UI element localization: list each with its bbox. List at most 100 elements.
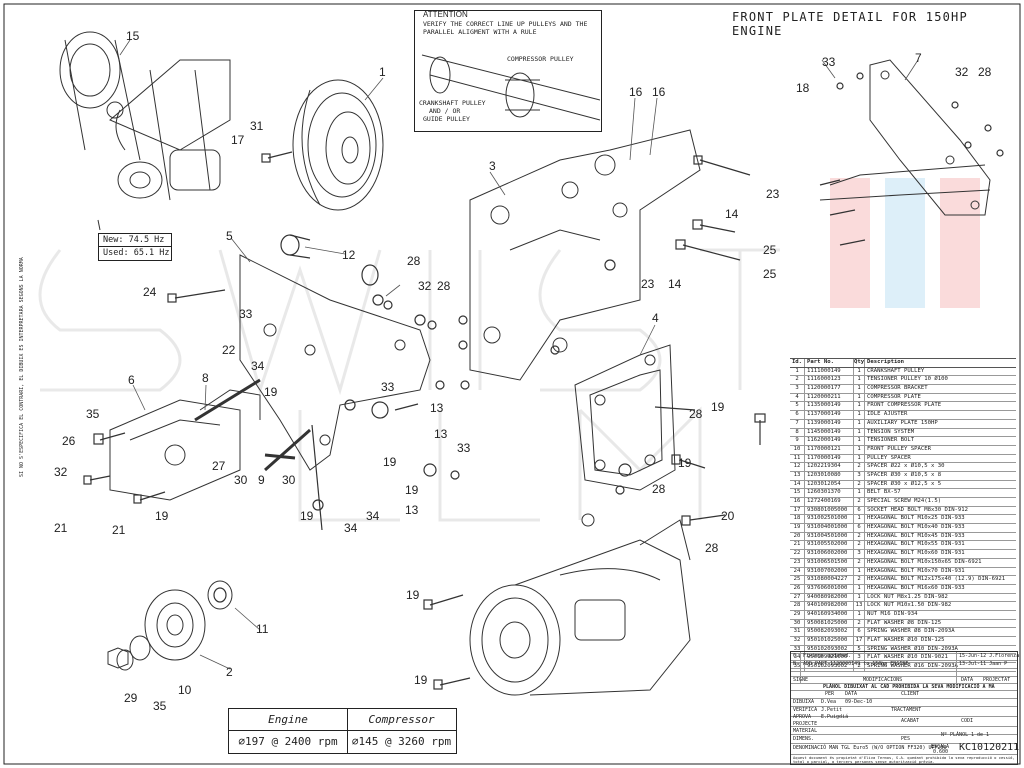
bom-description: SPRING WASHER Ø8 DIN-2093A (867, 628, 955, 635)
bom-qty: 6 (854, 524, 865, 532)
bom-id: 1 (790, 367, 805, 376)
bom-id: 26 (790, 584, 805, 593)
bom-qty: 2 (854, 663, 865, 671)
bom-part-no: 1260301370 (805, 489, 854, 497)
sheet-count: 1 de 1 (971, 732, 990, 738)
bom-part-no: 931007002000 (805, 567, 854, 576)
dibuixa-label: DIBUIXA (793, 699, 815, 705)
bom-qty: 1 (854, 385, 865, 393)
bom-part-no: 950081025000 (805, 619, 854, 628)
projecte-label: PROJECTE (793, 721, 818, 727)
ownership-footer: Aquest document és propietat d'Eliva Ter… (793, 755, 1015, 764)
bom-description: TENSION SYSTEM (867, 428, 915, 435)
bom-qty: 1 (854, 419, 865, 428)
callout-11: 11 (256, 622, 269, 636)
bom-part-no: 937606001000 (805, 584, 854, 593)
crankshaft-pulley (292, 79, 384, 211)
rev-c-text: Fixings updated. (803, 653, 852, 659)
callouts: 1 2 3 4 5 6 7 8 9 10 11 12 13 14 15 16 1… (54, 29, 992, 713)
idle-adjuster (109, 378, 311, 501)
attention-line-1: VERIFY THE CORRECT LINE UP PULLEYS AND T… (423, 20, 588, 28)
bom-qty: 2 (854, 558, 865, 567)
callout-33d: 33 (457, 441, 471, 455)
bom-part-no: 940100982000 (805, 602, 854, 610)
bom-part-no: 931005502000 (805, 541, 854, 550)
bom-qty: 6 (854, 506, 865, 515)
callout-33c: 33 (381, 380, 395, 394)
drawing-code: KC10120211 (959, 742, 1020, 753)
compressor-header: Compressor (368, 713, 435, 726)
material-label: MATERIAL (793, 728, 818, 734)
bom-description: HEXAGONAL BOLT M10x45 DIN-933 (867, 532, 965, 539)
bom-qty: 3 (854, 654, 865, 663)
bom-id: 34 (790, 654, 805, 663)
attention-header: ATTENTION (423, 10, 468, 19)
callout-7: 7 (915, 51, 922, 65)
callout-35: 35 (86, 407, 100, 421)
bom-col-desc: Description (867, 359, 905, 365)
bom-description: FRONT COMPRESSOR PLATE (867, 402, 942, 409)
bom-description: HEXAGONAL BOLT M10x40 DIN-933 (867, 524, 965, 531)
bom-id: 28 (790, 602, 805, 610)
bom-description: SPACER Ø30 x Ø12,5 x 5 (867, 480, 942, 487)
bom-id: 23 (790, 558, 805, 567)
bom-part-no: 950101025000 (805, 637, 854, 645)
client-label: CLIENT (901, 691, 920, 697)
bom-description: SOCKET HEAD BOLT M8x30 DIN-912 (867, 506, 969, 513)
callout-2: 2 (226, 665, 233, 679)
rev-a-date: 15-Jun-12 J.Florenza (959, 653, 1020, 659)
callout-1: 1 (379, 65, 386, 79)
bom-qty: 2 (854, 480, 865, 489)
bom-id: 35 (790, 663, 805, 671)
callout-19h: 19 (383, 455, 397, 469)
bom-id: 17 (790, 506, 805, 515)
bom-description: HEXAGONAL BOLT M12x175x40 (12.9) DIN-692… (867, 576, 1006, 583)
bom-part-no: 1111000149 (805, 367, 854, 376)
bom-description: FLAT WASHER Ø10 DIN-9021 (867, 654, 948, 661)
front-compressor-plate (239, 254, 431, 471)
bom-part-no: 1120000211 (805, 393, 854, 402)
bom-part-no: 1202219304 (805, 463, 854, 471)
hardware-parts (83, 72, 1004, 690)
bom-part-no: 931002501000 (805, 515, 854, 524)
data-label: DATA (961, 677, 974, 683)
bom-id: 7 (790, 419, 805, 428)
rev-b-text: ADD PART 1120000149 to 150hp ENGINE (803, 661, 909, 667)
bom-id: 14 (790, 480, 805, 489)
bom-id: 2 (790, 376, 805, 385)
callout-33b: 33 (239, 307, 253, 321)
bom-qty: 5 (854, 645, 865, 654)
sheet-border (3, 3, 1021, 765)
bom-qty: 6 (854, 628, 865, 636)
bom-part-no: 1137000149 (805, 411, 854, 419)
callout-28f: 28 (705, 541, 719, 555)
callout-34c: 34 (344, 521, 358, 535)
compressor-pulley-label: COMPRESSOR PULLEY (507, 55, 574, 63)
callout-32: 32 (955, 65, 969, 79)
callout-9: 9 (258, 473, 265, 487)
bom-id: 31 (790, 628, 805, 636)
compressor-bracket (469, 129, 701, 381)
bom-part-no: 931080004227 (805, 576, 854, 584)
bom-part-no: 1203012054 (805, 480, 854, 489)
callout-13b: 13 (434, 427, 448, 441)
callout-28c: 28 (437, 279, 451, 293)
callout-4: 4 (652, 311, 659, 325)
callout-19f: 19 (414, 673, 428, 687)
callout-32b: 32 (418, 279, 432, 293)
crank-label-1: CRANKSHAFT PULLEY (419, 99, 486, 107)
bom-id: 20 (790, 532, 805, 541)
bom-qty: 1 (854, 584, 865, 593)
bom-part-no: 950102093002 (805, 645, 854, 654)
callout-14b: 14 (668, 277, 682, 291)
bom-qty: 1 (854, 437, 865, 445)
bom-qty: 1 (854, 610, 865, 619)
